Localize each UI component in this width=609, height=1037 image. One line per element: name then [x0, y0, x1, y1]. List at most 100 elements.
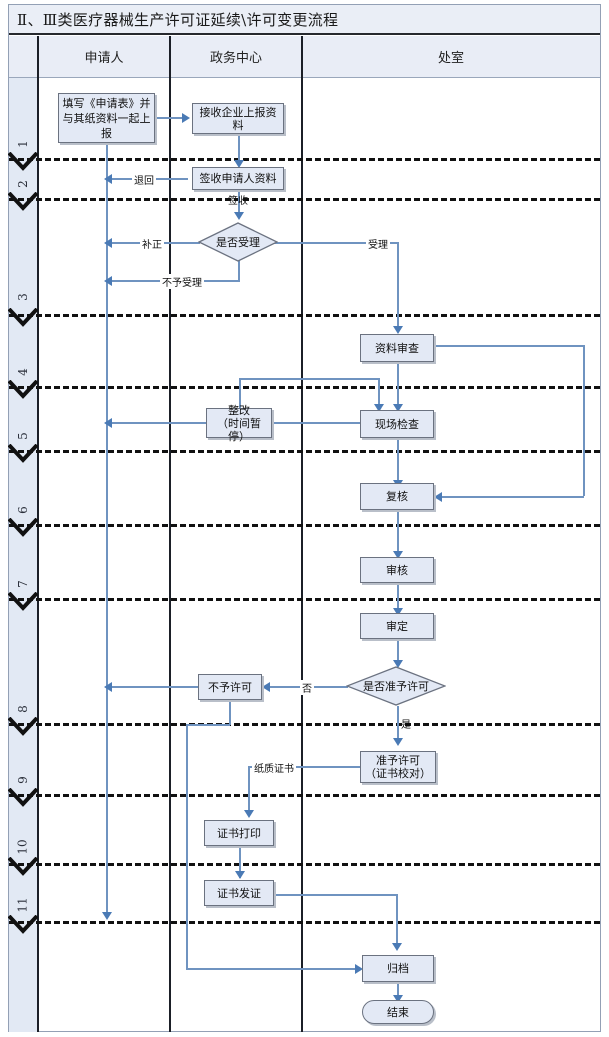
- arrowhead-receive-to-signin: [234, 160, 244, 168]
- step-number-8: 8: [15, 705, 30, 713]
- column-header-steps: [9, 36, 38, 78]
- arrowhead-signin-to-decision: [234, 212, 244, 220]
- edge-label-reject: 不予受理: [160, 274, 204, 289]
- column-header-applicant: 申请人: [38, 36, 170, 78]
- step-chevron-5: [7, 443, 39, 464]
- node-fill-application-form[interactable]: 填写《申请表》并 与其纸资料一起上 报: [58, 93, 155, 143]
- node-certificate-printing[interactable]: 证书打印: [204, 820, 274, 846]
- edge-rectify-to-applicant: [108, 422, 206, 424]
- edge-review-to-recheck-v: [583, 345, 585, 496]
- step-chevron-2: [7, 191, 39, 212]
- arrowhead-apply-to-receive: [182, 113, 190, 123]
- edge-review-to-recheck-h1: [434, 345, 584, 347]
- edge-rectify-loop-h: [239, 378, 379, 380]
- edge-label-no: 否: [300, 680, 314, 695]
- edge-review-to-onsite: [397, 363, 399, 411]
- node-license-denied[interactable]: 不予许可: [198, 674, 262, 700]
- step-number-2: 2: [15, 180, 30, 188]
- arrowhead-audit-to-approve: [393, 608, 403, 616]
- phase-divider-11: [9, 921, 600, 924]
- node-line-1: 填写《申请表》并: [62, 96, 151, 110]
- edge-recheck-to-audit: [397, 510, 399, 558]
- edge-nopermit-archive-h1: [186, 724, 230, 726]
- node-decision-grant-license[interactable]: 是否准予许可: [346, 666, 446, 706]
- step-number-7: 7: [15, 580, 30, 588]
- node-final-approval[interactable]: 审定: [360, 613, 434, 639]
- arrowhead-issue-to-archive: [392, 943, 402, 951]
- step-number-11: 11: [16, 897, 30, 913]
- edge-reject-vertical: [238, 260, 240, 281]
- node-sign-applicant-materials[interactable]: 签收申请人资料: [192, 167, 284, 190]
- step-chevron-10: [7, 856, 39, 877]
- arrowhead-accept: [393, 326, 403, 334]
- node-material-review[interactable]: 资料审查: [360, 334, 434, 362]
- arrowhead-return: [104, 174, 112, 184]
- edge-approve-to-decision: [397, 639, 399, 666]
- arrowhead-paper-cert: [244, 810, 254, 818]
- arrowhead-recheck-to-audit: [393, 551, 403, 559]
- edge-issue-to-archive-h: [272, 894, 397, 896]
- edge-label-return: 退回: [132, 172, 156, 187]
- arrowhead-print-to-issue: [235, 871, 245, 879]
- edge-apply-to-receive: [155, 117, 183, 119]
- step-chevron-6: [7, 517, 39, 538]
- step-number-10: 10: [16, 839, 30, 855]
- step-chevron-7: [7, 591, 39, 612]
- phase-divider-4: [9, 386, 600, 389]
- phase-divider-10: [9, 863, 600, 866]
- arrowhead-reject: [104, 276, 112, 286]
- edge-audit-to-approve: [397, 583, 399, 615]
- column-header-service-center: 政务中心: [170, 36, 302, 78]
- node-certificate-issuance[interactable]: 证书发证: [204, 880, 274, 906]
- arrowhead-yes: [393, 738, 403, 746]
- lane-separator-3: [301, 36, 303, 1032]
- node-recheck[interactable]: 复核: [360, 483, 434, 510]
- node-archive[interactable]: 归档: [362, 955, 434, 982]
- phase-divider-1: [9, 158, 600, 161]
- step-number-band: [9, 78, 37, 1032]
- chart-title-bar: Ⅱ、Ⅲ类医疗器械生产许可证延续\许可变更流程: [9, 5, 600, 35]
- edge-onsite-to-recheck: [397, 438, 399, 486]
- phase-divider-2: [9, 198, 600, 201]
- node-license-granted[interactable]: 准予许可 （证书校对）: [360, 751, 436, 783]
- arrowhead-correct: [104, 238, 112, 248]
- step-chevron-11: [7, 914, 39, 935]
- edge-accept-vertical: [397, 242, 399, 330]
- step-chevron-8: [7, 716, 39, 737]
- edge-accept-horizontal: [270, 242, 398, 244]
- edge-label-yes: 是: [401, 720, 411, 731]
- node-receive-enterprise-materials[interactable]: 接收企业上报资料: [192, 103, 284, 134]
- diamond-shape-grant: [346, 666, 446, 706]
- edge-print-to-issue: [239, 846, 241, 878]
- arrowhead-archive-to-end: [393, 995, 403, 1003]
- phase-divider-7: [9, 598, 600, 601]
- node-end[interactable]: 结束: [362, 1000, 434, 1024]
- phase-divider-8: [9, 723, 600, 726]
- node-line-2: 与其纸资料一起上: [62, 111, 151, 125]
- arrowhead-rectify-to-applicant: [104, 418, 112, 428]
- phase-divider-5: [9, 450, 600, 453]
- arrowhead-review-to-onsite: [393, 404, 403, 412]
- lane-separator-1: [37, 36, 39, 1032]
- node-decision-accept[interactable]: 是否受理: [198, 222, 278, 262]
- edge-nopermit-archive-v2: [186, 724, 188, 909]
- node-rectification[interactable]: 整改 （时间暂停）: [206, 404, 272, 443]
- column-header-department: 处室: [302, 36, 600, 78]
- step-number-4: 4: [15, 368, 30, 376]
- edge-rectify-loop-v2: [378, 378, 380, 408]
- node-decision-grant-label: 是否准予许可: [363, 680, 429, 693]
- node-rectification-line-2: （时间暂停）: [217, 416, 261, 443]
- arrowhead-approve-to-decision: [393, 660, 403, 668]
- arrowhead-no: [262, 682, 270, 692]
- arrowhead-nopermit-archive: [355, 964, 363, 974]
- edge-label-paper-cert: 纸质证书: [252, 760, 296, 775]
- phase-divider-6: [9, 524, 600, 527]
- step-number-9: 9: [15, 776, 30, 784]
- node-onsite-inspection[interactable]: 现场检查: [360, 410, 434, 438]
- page-title: Ⅱ、Ⅲ类医疗器械生产许可证延续\许可变更流程: [17, 10, 339, 29]
- edge-receive-to-signin: [238, 134, 240, 166]
- step-number-6: 6: [15, 506, 30, 514]
- node-line-3: 报: [101, 126, 112, 140]
- edge-label-accept: 受理: [366, 236, 390, 251]
- node-audit[interactable]: 审核: [360, 557, 434, 583]
